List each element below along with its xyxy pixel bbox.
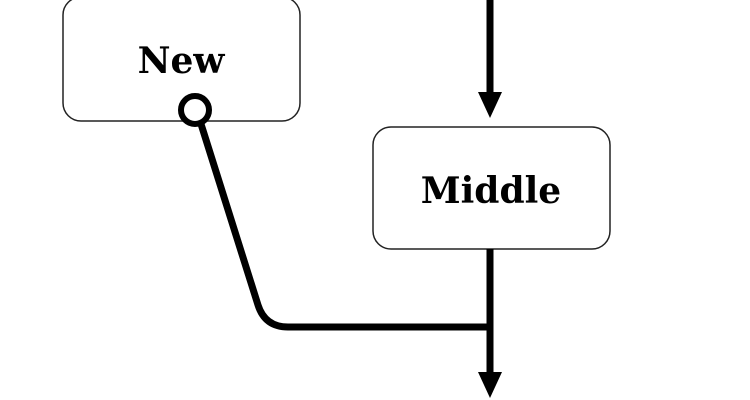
new-output-port-circle[interactable] xyxy=(178,93,212,127)
edge-middle-down-arrowhead xyxy=(478,372,502,398)
node-new-box xyxy=(62,0,301,122)
edge-top-to-middle-arrowhead xyxy=(478,92,502,118)
node-middle-label: Middle xyxy=(421,170,561,212)
node-new-label: New xyxy=(138,40,226,82)
node-new[interactable]: New xyxy=(62,0,301,122)
edge-new-to-main xyxy=(178,93,490,331)
edge-new-to-main-path xyxy=(197,122,490,331)
edge-top-to-middle xyxy=(478,0,502,118)
node-middle[interactable]: Middle xyxy=(372,126,611,250)
edge-middle-down xyxy=(478,249,502,398)
